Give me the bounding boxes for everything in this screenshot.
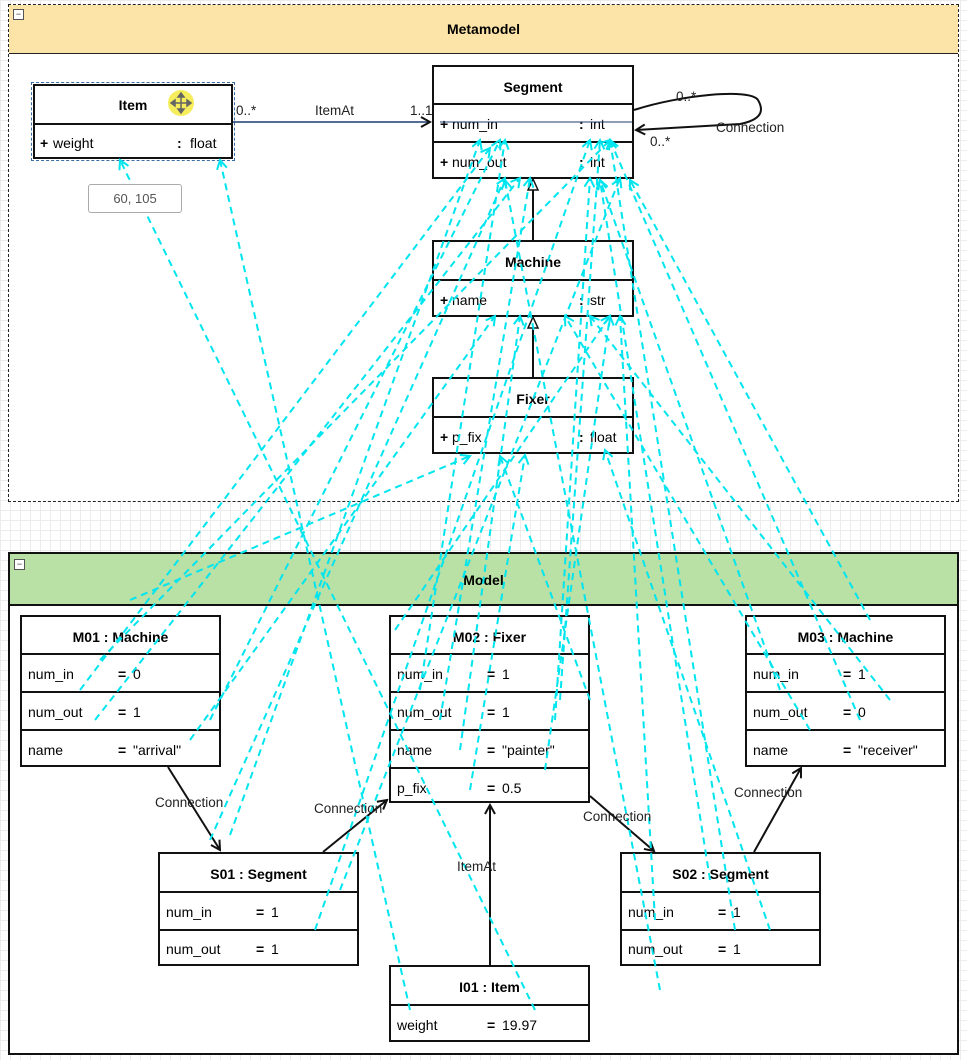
class-fixer[interactable]: Fixer + p_fix : float (432, 377, 634, 454)
class-item-name: Item (118, 97, 148, 113)
class-machine-name: Machine (504, 254, 561, 270)
link-i01-m02-label[interactable]: ItemAt (457, 859, 497, 874)
class-fixer-attr-p-fix[interactable]: + p_fix : float (434, 416, 632, 456)
model-header[interactable]: Model (10, 554, 957, 606)
object-m02-slot-num-in[interactable]: num_in=1 (391, 653, 588, 693)
link-s02-m03-label[interactable]: Connection (734, 785, 803, 800)
object-i01-title: I01 : Item (459, 979, 520, 995)
move-cursor-icon[interactable] (168, 90, 194, 116)
connection-mult-top: 0..* (676, 89, 697, 104)
class-segment-name: Segment (503, 79, 563, 95)
object-m01-slot-num-in[interactable]: num_in=0 (22, 653, 219, 693)
object-s02-slot-num-out[interactable]: num_out=1 (622, 929, 819, 968)
object-m01[interactable]: M01 : Machine num_in=0 num_out=1 name="a… (20, 615, 221, 767)
object-i01-slot-weight[interactable]: weight=19.97 (391, 1004, 588, 1044)
class-machine[interactable]: Machine + name : str (432, 240, 634, 317)
class-segment-attr-num-in[interactable]: + num_in : int (434, 103, 632, 143)
object-s02-slot-num-in[interactable]: num_in=1 (622, 891, 819, 931)
object-s02-title: S02 : Segment (672, 866, 769, 882)
class-segment-attr-num-out[interactable]: + num_out : int (434, 141, 632, 181)
metamodel-header[interactable]: Metamodel (9, 5, 958, 54)
object-s01[interactable]: S01 : Segment num_in=1 num_out=1 (158, 852, 359, 966)
object-s01-slot-num-out[interactable]: num_out=1 (160, 929, 357, 968)
object-m03-slot-name[interactable]: name="receiver" (747, 729, 944, 769)
move-arrows-icon (169, 91, 193, 115)
object-m03-slot-num-in[interactable]: num_in=1 (747, 653, 944, 693)
itemat-src-multiplicity: 0..* (236, 103, 257, 118)
object-m02[interactable]: M02 : Fixer num_in=1 num_out=1 name="pai… (389, 615, 590, 803)
itemat-dst-multiplicity: 1..1 (410, 103, 433, 118)
object-m02-slot-name[interactable]: name="painter" (391, 729, 588, 769)
link-m02-s02-label[interactable]: Connection (583, 809, 652, 824)
class-machine-attr-name[interactable]: + name : str (434, 279, 632, 319)
object-m01-title: M01 : Machine (72, 629, 169, 645)
class-fixer-name: Fixer (516, 391, 550, 407)
class-segment[interactable]: Segment + num_in : int + num_out : int (432, 65, 634, 179)
object-m01-slot-num-out[interactable]: num_out=1 (22, 691, 219, 731)
object-s01-title: S01 : Segment (210, 866, 307, 882)
object-s01-slot-num-in[interactable]: num_in=1 (160, 891, 357, 931)
itemat-label[interactable]: ItemAt (315, 103, 355, 118)
metamodel-collapse-icon[interactable]: − (13, 9, 24, 20)
object-s02[interactable]: S02 : Segment num_in=1 num_out=1 (620, 852, 821, 966)
coordinate-tooltip: 60, 105 (88, 184, 182, 213)
class-item[interactable]: Item + weight : float (31, 82, 235, 161)
class-item-attr-weight[interactable]: + weight : float (35, 123, 231, 161)
model-title: Model (463, 572, 504, 588)
object-m01-slot-name[interactable]: name="arrival" (22, 729, 219, 769)
object-m02-slot-num-out[interactable]: num_out=1 (391, 691, 588, 731)
link-s01-m02-label[interactable]: Connection (314, 801, 383, 816)
object-m03-slot-num-out[interactable]: num_out=0 (747, 691, 944, 731)
object-m03-title: M03 : Machine (797, 629, 894, 645)
object-m02-title: M02 : Fixer (452, 629, 527, 645)
object-m03[interactable]: M03 : Machine num_in=1 num_out=0 name="r… (745, 615, 946, 767)
model-collapse-icon[interactable]: − (14, 559, 25, 570)
object-m02-slot-p-fix[interactable]: p_fix=0.5 (391, 767, 588, 805)
connection-mult-bottom: 0..* (650, 134, 671, 149)
metamodel-title: Metamodel (446, 21, 521, 37)
link-m01-s01-label[interactable]: Connection (155, 795, 224, 810)
object-i01[interactable]: I01 : Item weight=19.97 (389, 965, 590, 1042)
connection-label[interactable]: Connection (716, 120, 785, 135)
